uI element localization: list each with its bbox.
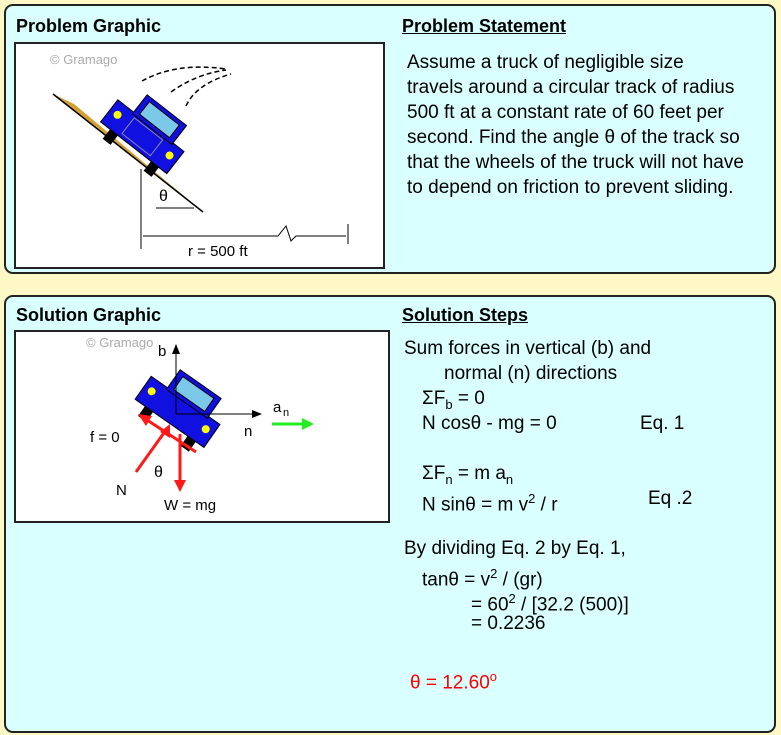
solution-steps-title: Solution Steps xyxy=(402,305,528,325)
radius-dimension xyxy=(143,224,346,242)
problem-panel: Problem Graphic Problem Statement © Gram… xyxy=(4,4,776,274)
solution-steps: Sum forces in vertical (b) and normal (n… xyxy=(404,338,693,694)
truck-icon xyxy=(99,94,188,177)
svg-text:N: N xyxy=(116,482,127,499)
banked-track-diagram: © Gramago θ r = 500 ft xyxy=(50,52,349,260)
radius-label: r = 500 ft xyxy=(188,243,248,260)
problem-graphic: © Gramago θ r = 500 ft xyxy=(14,42,385,269)
svg-text:W = mg: W = mg xyxy=(164,497,216,514)
solution-panel: Solution Graphic Solution Steps © Gramag… xyxy=(4,295,776,733)
watermark: © Gramago xyxy=(50,52,117,67)
svg-text:θ: θ xyxy=(154,464,163,481)
theta-label: θ xyxy=(159,188,168,205)
svg-text:a: a xyxy=(273,399,282,416)
answer: θ = 12.60o xyxy=(410,669,498,694)
truck-icon xyxy=(134,369,222,452)
watermark: © Gramago xyxy=(86,335,153,350)
solution-graphic-title: Solution Graphic xyxy=(16,305,162,325)
track-surface xyxy=(52,93,204,213)
svg-text:n: n xyxy=(244,423,252,440)
motion-lines xyxy=(141,66,232,107)
svg-text:f = 0: f = 0 xyxy=(90,429,120,446)
force-arrows xyxy=(134,414,197,492)
svg-text:b: b xyxy=(158,343,166,360)
problem-statement-title: Problem Statement xyxy=(402,16,567,36)
svg-text:n: n xyxy=(283,407,289,419)
problem-graphic-title: Problem Graphic xyxy=(16,16,162,36)
